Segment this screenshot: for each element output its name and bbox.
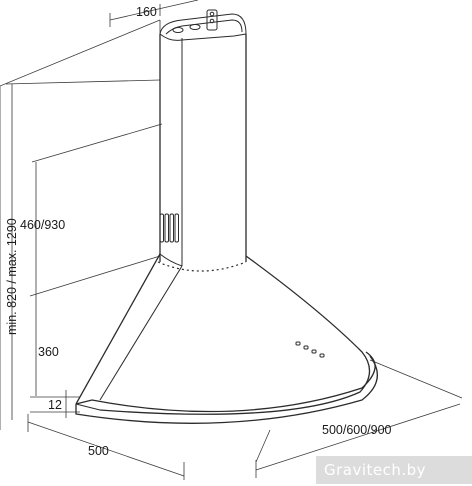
wall-outline [0, 19, 161, 430]
chimney-top-details [172, 9, 218, 33]
dimension-base-height-label: 12 [48, 398, 62, 412]
dimension-base-height: 12 [30, 390, 80, 418]
chimney [159, 13, 247, 266]
canopy [75, 253, 371, 415]
control-buttons [295, 341, 325, 358]
dimension-width-label: 500/600/900 [322, 423, 392, 437]
dimension-canopy-height: 360 [35, 296, 59, 396]
dimension-canopy-height-label: 360 [38, 345, 59, 359]
dimension-width-top-label: 160 [136, 5, 157, 19]
bottom-rim [75, 351, 378, 424]
dimension-total-height: min. 820 / max. 1290 [5, 79, 161, 420]
dimension-chimney-height-label: 460/930 [20, 218, 65, 232]
dimension-depth-label: 500 [88, 444, 109, 458]
dimension-width-top: 160 [109, 0, 199, 27]
watermark-text: Gravitech.by [324, 461, 426, 479]
dimension-total-height-label: min. 820 / max. 1290 [5, 218, 19, 335]
chimney-joint [157, 261, 247, 272]
dimension-depth: 500 [27, 414, 185, 480]
watermark: Gravitech.by [316, 456, 472, 484]
vent-slots [159, 213, 179, 243]
dimension-chimney-height: 460/930 [20, 123, 163, 297]
dimension-width: 500/600/900 [255, 359, 463, 478]
